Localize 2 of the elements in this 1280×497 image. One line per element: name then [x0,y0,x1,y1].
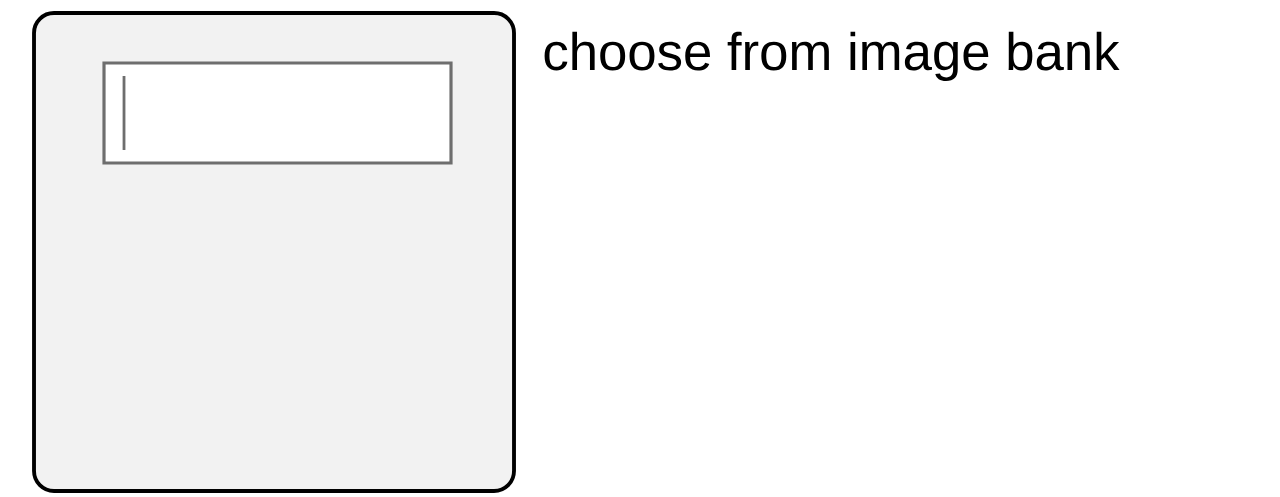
input-field [102,61,453,165]
caption-text: choose from image bank [544,31,1120,81]
